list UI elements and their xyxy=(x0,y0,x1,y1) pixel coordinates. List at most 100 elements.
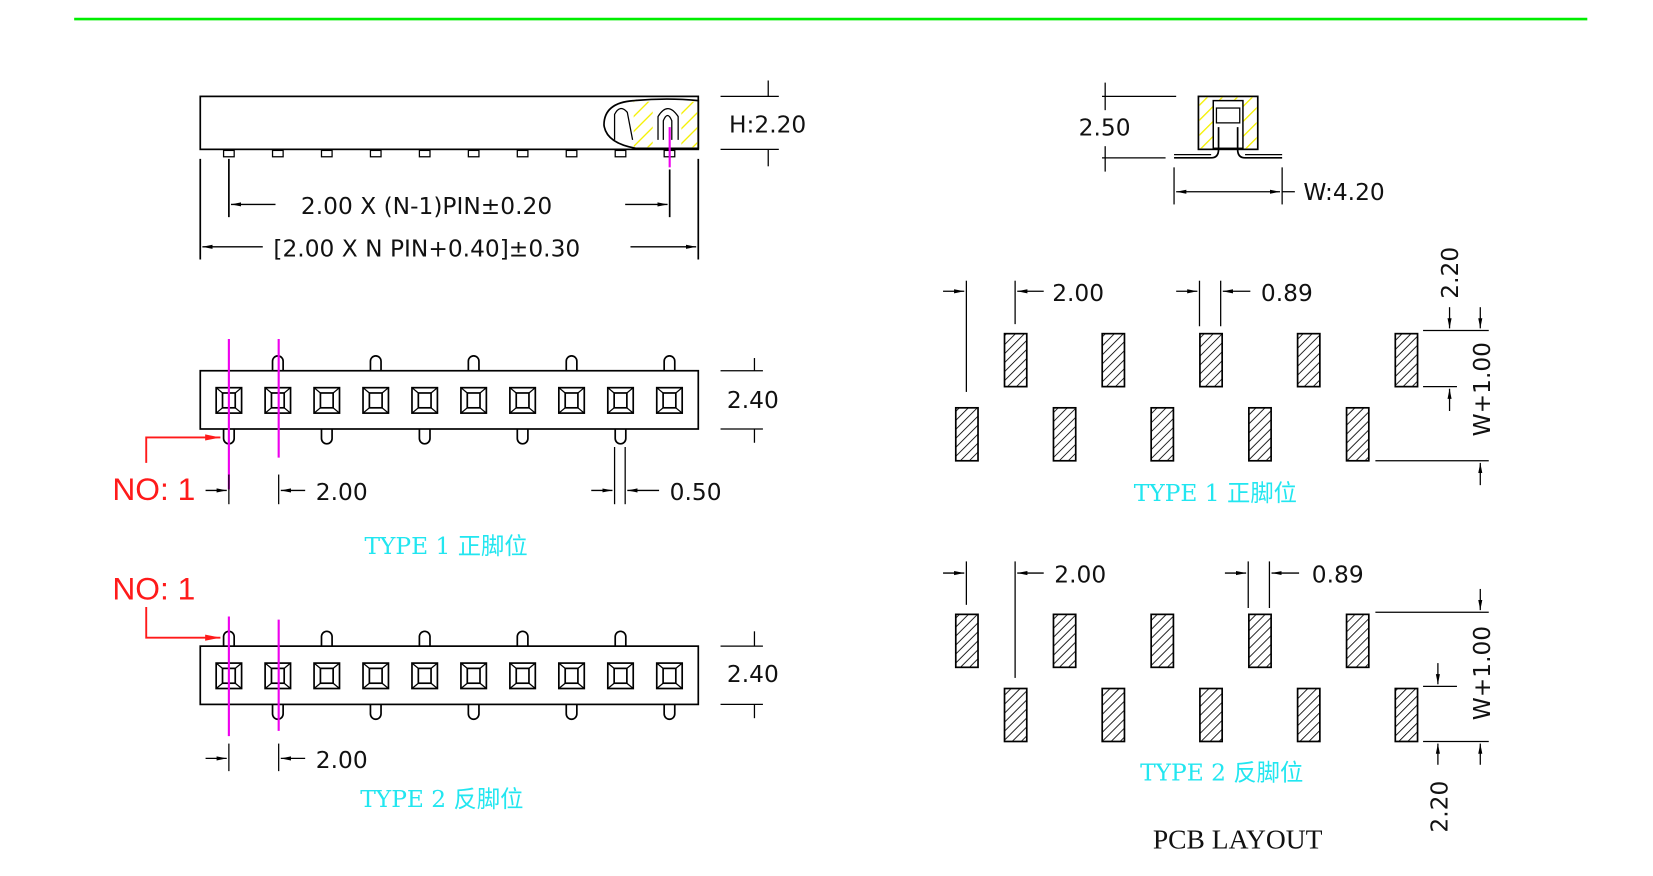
type2-top-view: 2.40 NO: 1 2.00 TYPE 2 反脚位 xyxy=(112,571,778,814)
side-pin xyxy=(467,149,480,158)
pcb-pad xyxy=(1248,406,1272,462)
contact-cavity-inner xyxy=(613,392,628,409)
contact-cavity xyxy=(313,386,341,414)
pin-leg xyxy=(663,355,676,371)
side-pin xyxy=(320,149,333,158)
contact-cavity xyxy=(557,662,586,690)
contact-cavity xyxy=(460,386,488,414)
pcb-type2-layout: 2.00 0.89 W+1.00 2.20 TYPE 2 反脚位 xyxy=(943,561,1496,833)
side-pin xyxy=(565,149,578,158)
pcb1-pitch-dimension: 2.00 xyxy=(1052,280,1104,307)
pcb-pad xyxy=(1296,687,1321,743)
contact-cavity-inner xyxy=(417,667,432,685)
pin-leg xyxy=(320,428,333,445)
contact-cavity-inner xyxy=(662,667,677,685)
contact-cavity xyxy=(411,386,439,414)
pcb-pad xyxy=(1248,613,1272,669)
pcb-type1-layout: 2.00 0.89 2.20 W+1.00 TYPE 1 正脚位 xyxy=(943,247,1496,507)
pcb-pad xyxy=(1150,406,1175,462)
type1-height-dimension: 2.40 xyxy=(727,387,779,414)
pcb2-caption: TYPE 2 反脚位 xyxy=(1140,760,1303,787)
pin-leg xyxy=(565,704,578,720)
side-pin xyxy=(614,149,627,158)
end-view: 2.50 W:4.20 xyxy=(1079,82,1385,206)
contact-cavity-inner xyxy=(515,392,530,409)
pitch-span-dimension: 2.00 X (N-1)PIN±0.20 xyxy=(301,193,552,220)
contact-cavity-inner xyxy=(319,667,334,685)
pin-leg xyxy=(467,704,480,720)
pin-leg xyxy=(369,355,382,371)
total-length-dimension: [2.00 X N PIN+0.40]±0.30 xyxy=(273,235,580,262)
contact-cavity xyxy=(606,386,635,414)
pcb-pad xyxy=(1345,406,1370,462)
pcb-pad xyxy=(1394,687,1419,743)
pin-leg xyxy=(369,704,382,720)
side-pin xyxy=(222,149,235,158)
pcb-pad xyxy=(954,406,979,462)
contact-cavity xyxy=(362,662,390,690)
type1-cavities xyxy=(215,386,684,414)
pcb-pad xyxy=(1003,332,1028,388)
type2-caption: TYPE 2 反脚位 xyxy=(360,786,523,813)
contact-cavity xyxy=(509,662,537,690)
pin-leg xyxy=(614,630,627,647)
pcb-layout-title: PCB LAYOUT xyxy=(1153,823,1323,854)
side-pin xyxy=(271,149,284,158)
side-pin xyxy=(418,149,431,158)
pcb2-pads xyxy=(954,613,1419,743)
pin-leg xyxy=(320,630,333,647)
contact-cavity xyxy=(362,386,390,414)
pcb-pad xyxy=(1052,613,1077,669)
type1-pin1-label: NO: 1 xyxy=(112,471,195,507)
pin-leg xyxy=(614,428,627,445)
contact-cavity-inner xyxy=(613,667,628,685)
pcb-pad xyxy=(1199,332,1224,388)
type1-pitch-dimension: 2.00 xyxy=(316,479,368,506)
pcb2-row-span-dimension: W+1.00 xyxy=(1469,626,1496,720)
contact-cavity xyxy=(655,662,684,690)
pcb1-row-span-dimension: W+1.00 xyxy=(1469,342,1496,436)
contact-cavity-inner xyxy=(466,667,481,685)
pcb2-pitch-dimension: 2.00 xyxy=(1054,562,1106,589)
contact-cavity-inner xyxy=(466,392,481,409)
side-pin xyxy=(516,149,529,158)
contact-cavity-inner xyxy=(662,392,677,409)
end-height-dimension: 2.50 xyxy=(1079,115,1131,142)
type2-cavities xyxy=(215,662,684,690)
side-view: H:2.20 2.00 X (N-1)PIN±0.20 [2.00 X N PI… xyxy=(199,80,806,262)
contact-cavity xyxy=(557,386,586,414)
pin-leg xyxy=(516,630,529,647)
type2-pin1-label: NO: 1 xyxy=(112,571,195,607)
end-width-dimension: W:4.20 xyxy=(1303,179,1384,206)
contact-cavity xyxy=(606,662,635,690)
contact-cavity xyxy=(509,386,537,414)
pin-leg xyxy=(516,428,529,445)
side-pins xyxy=(222,149,676,158)
pcb1-caption: TYPE 1 正脚位 xyxy=(1134,480,1297,507)
side-body xyxy=(199,95,700,151)
height-dimension: H:2.20 xyxy=(729,111,806,138)
pcb-pad xyxy=(1003,687,1028,743)
pcb1-pad-length-dimension: 2.20 xyxy=(1437,247,1464,299)
pcb2-pad-length-dimension: 2.20 xyxy=(1426,781,1453,833)
type1-top-view: 2.40 NO: 1 2.00 0.50 TYPE 1 正脚位 xyxy=(112,338,779,560)
pin-leg xyxy=(467,355,480,371)
pcb-pad xyxy=(1345,613,1370,669)
contact-cavity-inner xyxy=(368,392,383,409)
side-pin xyxy=(369,149,382,158)
pin-leg xyxy=(663,704,676,720)
type1-pins xyxy=(222,355,676,445)
contact-cavity xyxy=(655,386,684,414)
pin-leg xyxy=(565,355,578,371)
contact-cavity-inner xyxy=(564,667,579,685)
pcb-pad xyxy=(1052,406,1077,462)
contact-cavity-inner xyxy=(368,667,383,685)
type2-pitch-dimension: 2.00 xyxy=(316,747,368,774)
contact-cavity xyxy=(460,662,488,690)
type2-height-dimension: 2.40 xyxy=(727,661,779,688)
type1-pin-width-dimension: 0.50 xyxy=(670,479,722,506)
pcb-pad xyxy=(1296,332,1321,388)
pcb-pad xyxy=(1101,332,1126,388)
contact-cavity-inner xyxy=(564,392,579,409)
